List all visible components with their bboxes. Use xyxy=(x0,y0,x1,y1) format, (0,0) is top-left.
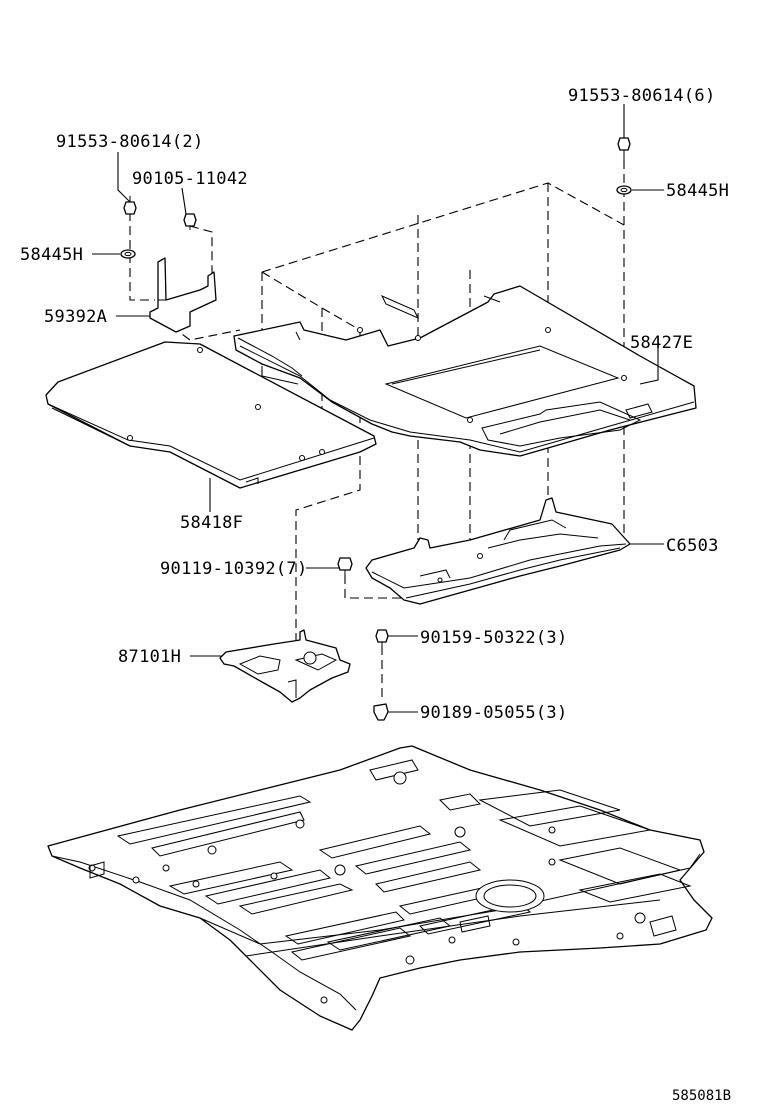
label-58445h-right: 58445H xyxy=(666,181,729,201)
bolt-90119-icon xyxy=(337,557,353,578)
bracket-59392a xyxy=(149,257,217,333)
floor-pan xyxy=(47,745,713,1031)
assembly-dashed-lines xyxy=(129,160,625,702)
bracket-87101h xyxy=(219,629,351,703)
fasteners xyxy=(120,137,632,721)
bolt-91553-left-icon xyxy=(123,196,137,215)
floor-mat-58427e xyxy=(233,285,697,457)
nut-58445h-left-icon xyxy=(120,249,136,259)
label-59392a: 59392A xyxy=(44,307,107,327)
label-58427e: 58427E xyxy=(630,333,693,353)
label-58445h-left: 58445H xyxy=(20,245,83,265)
label-91553-80614-2: 91553-80614(2) xyxy=(56,132,204,152)
part-labels: 91553-80614(6) 58445H 91553-80614(2) 901… xyxy=(20,86,731,1104)
label-90105-11042: 90105-11042 xyxy=(132,169,248,189)
label-90159-50322-3: 90159-50322(3) xyxy=(420,628,568,648)
floor-mat-58418f xyxy=(45,341,377,489)
footer-code: 585081B xyxy=(672,1088,731,1104)
label-87101h: 87101H xyxy=(118,647,181,667)
label-90189-05055-3: 90189-05055(3) xyxy=(420,703,568,723)
leader-lines xyxy=(92,104,664,713)
clip-90189-icon xyxy=(373,703,389,721)
label-90119-10392-7: 90119-10392(7) xyxy=(160,559,308,579)
bolt-90159-icon xyxy=(375,629,389,650)
label-91553-80614-6: 91553-80614(6) xyxy=(568,86,716,106)
cover-c6503 xyxy=(365,497,631,605)
label-58418f: 58418F xyxy=(180,513,243,533)
nut-58445h-right-icon xyxy=(616,185,632,195)
bolt-91553-right-icon xyxy=(617,137,631,160)
bolt-90105-icon xyxy=(183,213,197,230)
label-c6503: C6503 xyxy=(666,536,719,556)
